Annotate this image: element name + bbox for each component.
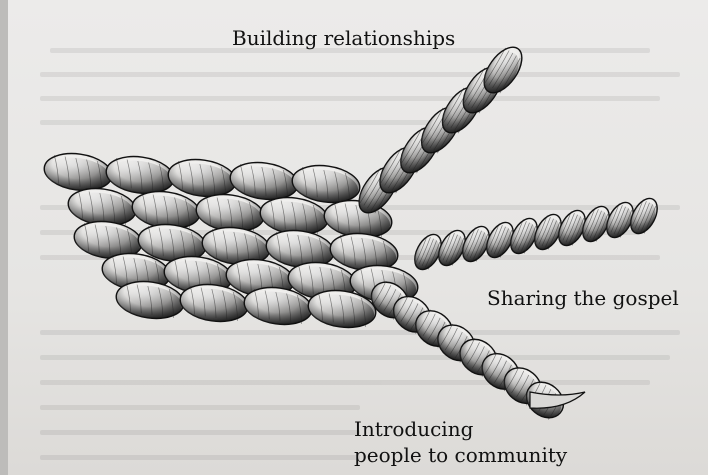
- rope-coil: [307, 289, 377, 329]
- rope-coil: [259, 196, 329, 236]
- label-sharing-the-gospel: Sharing the gospel: [487, 286, 679, 310]
- braided-rope-icon: [43, 152, 419, 329]
- rope-strand-icon: [606, 201, 634, 239]
- strand-introducing-community: [370, 280, 586, 420]
- rope-strand-icon: [510, 217, 538, 255]
- label-building-relationships: Building relationships: [232, 26, 456, 50]
- page-gutter-shadow: [0, 0, 8, 475]
- rope-frayed-end: [529, 391, 586, 409]
- rope-strand-icon: [414, 233, 442, 271]
- rope-coil: [43, 152, 113, 192]
- label-introducing-line1: Introducing: [354, 417, 474, 441]
- rope-coil: [131, 190, 201, 230]
- rope-coil: [73, 220, 143, 260]
- label-introducing-line2: people to community: [354, 443, 568, 467]
- rope-coil: [137, 223, 207, 263]
- rope-strand-icon: [438, 229, 466, 267]
- rope-coil: [243, 286, 313, 326]
- strand-sharing-gospel: [414, 197, 658, 271]
- rope-coil: [105, 155, 175, 195]
- rope-strand-icon: [483, 46, 523, 94]
- rope-strand-icon: [582, 205, 610, 243]
- rope-coil: [167, 158, 237, 198]
- rope-coil: [229, 161, 299, 201]
- rope-strand-icon: [462, 225, 490, 263]
- rope-coil: [201, 226, 271, 266]
- rope-coil: [291, 164, 361, 204]
- rope-strand-icon: [558, 209, 586, 247]
- rope-coil: [265, 229, 335, 269]
- rope-coil: [67, 187, 137, 227]
- strand-building-relationships: [358, 46, 523, 214]
- rope-strand-icon: [630, 197, 658, 235]
- rope-coil: [101, 252, 171, 292]
- rope-strand-icon: [486, 221, 514, 259]
- rope-strand-icon: [534, 213, 562, 251]
